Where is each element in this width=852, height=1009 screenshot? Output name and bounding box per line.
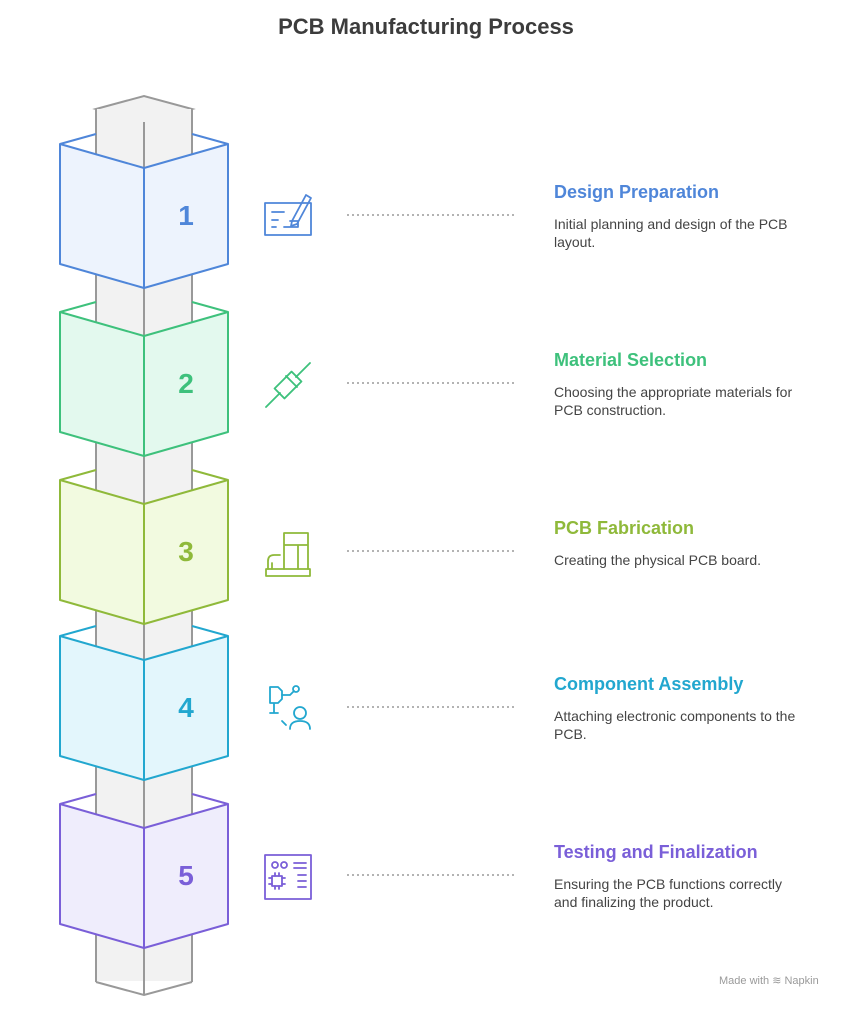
step-3-block: 3 (59, 469, 229, 625)
step-1-block: 1 (59, 133, 229, 289)
step-3-number: 3 (178, 536, 194, 567)
step-1-number: 1 (178, 200, 194, 231)
step-4-title: Component Assembly (554, 674, 744, 694)
step-4-number: 4 (178, 692, 194, 723)
step-4-description: Attaching electronic components to the P… (554, 708, 796, 742)
step-1-title: Design Preparation (554, 182, 720, 202)
page-title: PCB Manufacturing Process (278, 14, 574, 39)
blueprint-pencil-icon (264, 194, 312, 236)
watermark-prefix: Made with (719, 975, 770, 987)
chip-checklist-icon (264, 854, 312, 900)
watermark-brand: Napkin (784, 975, 819, 987)
step-2-title: Material Selection (554, 350, 708, 370)
step-2-block: 2 (59, 301, 229, 457)
step-2-description: Choosing the appropriate materials for P… (554, 384, 793, 418)
factory-machine-icon (265, 532, 311, 577)
step-5-block: 5 (59, 793, 229, 949)
step-5-description: Ensuring the PCB functions correctly and… (554, 876, 782, 910)
step-3-description: Creating the physical PCB board. (554, 552, 761, 568)
step-4-block: 4 (59, 625, 229, 781)
step-5-number: 5 (178, 860, 194, 891)
robotic-arm-worker-icon (269, 685, 311, 730)
resistor-component-icon (265, 362, 311, 408)
step-5-title: Testing and Finalization (554, 842, 758, 862)
watermark: Made with ≋ Napkin (719, 974, 819, 987)
step-3-title: PCB Fabrication (554, 518, 695, 538)
step-1-description: Initial planning and design of the PCB l… (554, 216, 788, 250)
step-2-number: 2 (178, 368, 194, 399)
napkin-logo-icon: ≋ (772, 975, 782, 987)
